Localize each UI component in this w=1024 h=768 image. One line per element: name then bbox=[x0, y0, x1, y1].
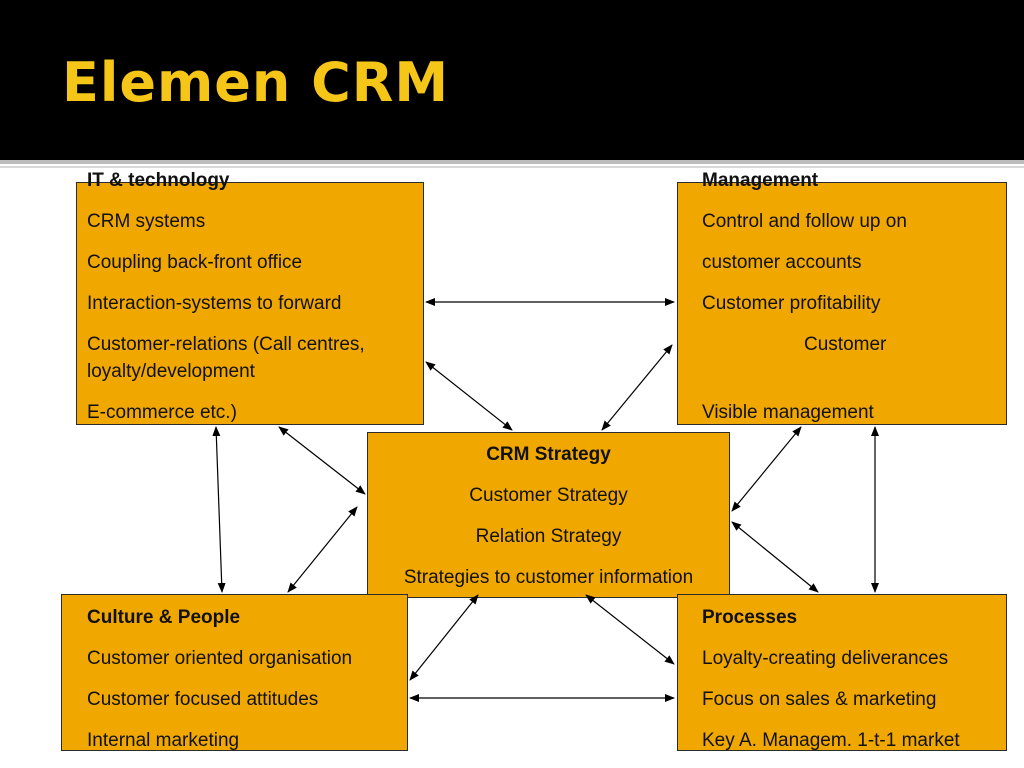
slide-title: Elemen CRM bbox=[62, 51, 450, 114]
header-divider bbox=[0, 160, 1024, 164]
culture-line: Customer focused attitudes bbox=[87, 689, 319, 710]
management-line: Control and follow up on bbox=[702, 211, 907, 232]
culture-heading: Culture & People bbox=[87, 607, 241, 628]
crm-strategy-box bbox=[367, 432, 730, 598]
management-line: Customer bbox=[804, 334, 887, 355]
culture-line: Internal marketing bbox=[87, 730, 240, 751]
it-line: Coupling back-front office bbox=[87, 252, 303, 273]
arrow-it-strategy-lower bbox=[278, 426, 366, 495]
management-box bbox=[677, 182, 1007, 425]
strategy-heading: CRM Strategy bbox=[486, 444, 611, 465]
management-line: Visible management bbox=[702, 402, 874, 423]
management-line: Customer profitability bbox=[702, 293, 881, 314]
culture-people-box bbox=[61, 594, 408, 751]
arrow-it-strategy bbox=[425, 361, 513, 431]
header-divider-thin bbox=[0, 166, 1024, 168]
arrow-strategy-processes-lower bbox=[585, 594, 675, 665]
processes-heading: Processes bbox=[702, 607, 798, 628]
processes-line: Key A. Managem. 1-t-1 market bbox=[702, 730, 960, 751]
arrow-management-strategy bbox=[601, 344, 673, 431]
strategy-line: Relation Strategy bbox=[475, 526, 622, 547]
it-line: Interaction-systems to forward bbox=[87, 293, 342, 314]
processes-line: Focus on sales & marketing bbox=[702, 689, 937, 710]
processes-box bbox=[677, 594, 1007, 751]
arrow-strategy-culture-lower bbox=[409, 594, 479, 681]
it-technology-box bbox=[76, 182, 424, 425]
slide-header: Elemen CRM bbox=[0, 0, 1024, 160]
it-line: Customer-relations (Call centres, bbox=[87, 334, 365, 355]
strategy-line: Customer Strategy bbox=[469, 485, 628, 506]
arrow-it-culture bbox=[212, 426, 226, 593]
it-line: E-commerce etc.) bbox=[87, 402, 237, 423]
strategy-line: Strategies to customer information bbox=[403, 567, 694, 588]
culture-line: Customer oriented organisation bbox=[87, 648, 353, 669]
it-line: loyalty/development bbox=[87, 361, 255, 382]
it-heading: IT & technology bbox=[87, 170, 230, 191]
management-heading: Management bbox=[702, 170, 819, 191]
processes-line: Loyalty-creating deliverances bbox=[702, 648, 949, 669]
it-line: CRM systems bbox=[87, 211, 206, 232]
management-line: customer accounts bbox=[702, 252, 862, 273]
arrow-strategy-culture bbox=[287, 506, 358, 593]
arrow-strategy-processes bbox=[731, 521, 819, 593]
arrow-management-strategy-lower bbox=[731, 426, 802, 512]
